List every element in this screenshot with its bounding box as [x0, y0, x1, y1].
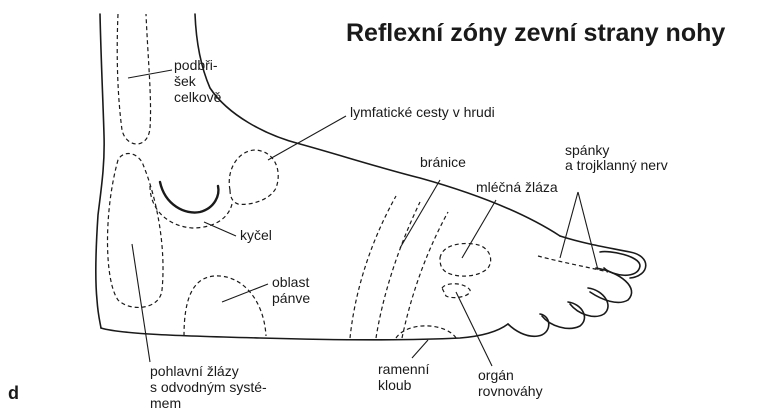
mammary-leader	[462, 200, 496, 258]
shoulder-zone	[396, 326, 456, 338]
toe-line-outline	[560, 236, 646, 278]
label-abdomen-1: podbři-	[174, 58, 218, 72]
label-sex-glands-3: mem	[150, 396, 181, 410]
label-pelvis-2: pánve	[272, 291, 310, 305]
shoulder-leader	[412, 340, 428, 358]
label-diaphragm: bránice	[420, 155, 466, 169]
balance-zone	[442, 284, 470, 298]
label-temples-1: spánky	[565, 143, 609, 157]
label-hip: kyčel	[240, 228, 272, 242]
label-pelvis-1: oblast	[272, 275, 309, 289]
toe-3-outline	[570, 288, 608, 316]
big-toe-outline	[600, 252, 640, 276]
leg-back-outline	[96, 14, 104, 328]
toe-2-outline	[590, 268, 632, 302]
diagram-title: Reflexní zóny zevní strany nohy	[346, 18, 725, 48]
mammary-zone	[440, 244, 491, 277]
ankle-bone-curve	[160, 182, 218, 213]
label-lymph: lymfatické cesty v hrudi	[350, 105, 495, 119]
pelvis-zone	[184, 276, 266, 336]
abdomen-zone	[117, 14, 150, 144]
label-shoulder-2: kloub	[378, 378, 411, 392]
label-mammary: mléčná žláza	[476, 180, 558, 194]
balance-leader	[456, 292, 492, 366]
label-sex-glands-1: pohlavní žlázy	[150, 364, 239, 378]
panel-letter: d	[8, 383, 19, 403]
temple-leader-2	[578, 192, 598, 270]
label-abdomen-2: šek	[174, 74, 196, 88]
label-balance-1: orgán	[478, 368, 514, 382]
label-abdomen-3: celkově	[174, 90, 221, 104]
diaphragm-zone-1	[350, 196, 396, 338]
label-shoulder-1: ramenní	[378, 362, 429, 376]
sole-outline	[101, 324, 508, 340]
label-sex-glands-2: s odvodným systé-	[150, 380, 267, 394]
diaphragm-leader	[400, 180, 440, 248]
diaphragm-zone-3	[402, 212, 448, 338]
heel-zone	[108, 154, 164, 308]
sex-glands-leader	[132, 244, 150, 362]
hip-leader	[204, 222, 236, 236]
label-temples-2: a trojklanný nerv	[565, 158, 668, 172]
temple-leader-1	[560, 192, 578, 258]
label-balance-2: rovnováhy	[478, 384, 543, 398]
